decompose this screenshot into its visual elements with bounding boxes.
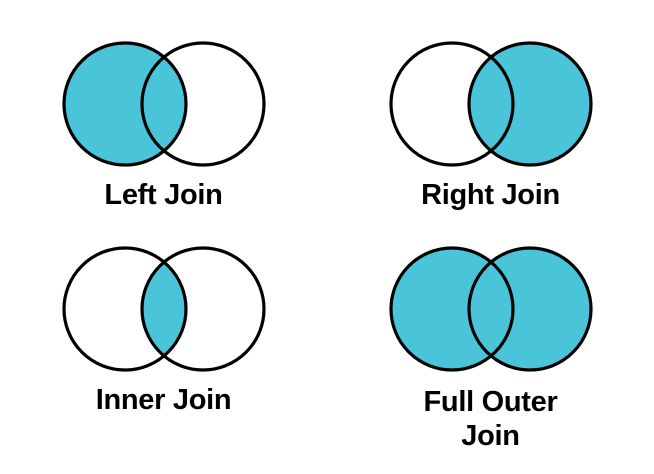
venn-inner-join <box>61 246 266 372</box>
left-set-outline <box>388 246 515 372</box>
diagram-inner-join[interactable]: Inner Join <box>0 237 327 474</box>
diagram-label-right-join: Right Join <box>421 179 560 211</box>
left-set-outline <box>61 246 188 372</box>
intersection-region <box>141 43 186 165</box>
venn-left-join <box>61 41 266 167</box>
intersection-region <box>141 248 186 370</box>
right-set-outline <box>466 246 593 372</box>
intersection-region <box>468 248 513 370</box>
left-set-outline <box>388 41 515 167</box>
diagram-label-inner-join: Inner Join <box>95 384 232 416</box>
diagram-label-full-outer-join: Full Outer Join <box>423 386 558 453</box>
right-set-outline <box>466 41 593 167</box>
venn-right-join <box>388 41 593 167</box>
diagram-left-join[interactable]: Left Join <box>0 0 327 237</box>
diagram-label-left-join: Left Join <box>104 179 223 211</box>
intersection-region <box>468 43 513 165</box>
right-set-outline <box>139 41 266 167</box>
left-set-outline <box>61 41 188 167</box>
venn-full-outer-join <box>388 246 593 372</box>
diagram-right-join[interactable]: Right Join <box>327 0 654 237</box>
right-set-outline <box>139 246 266 372</box>
diagram-full-outer-join[interactable]: Full Outer Join <box>327 237 654 474</box>
